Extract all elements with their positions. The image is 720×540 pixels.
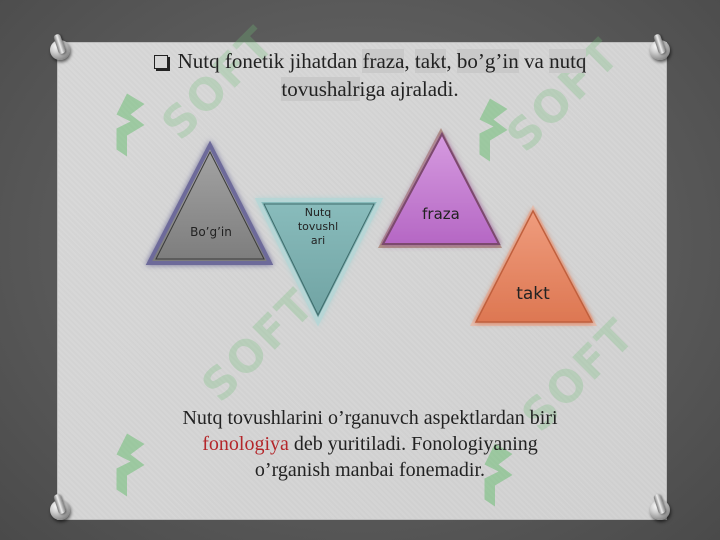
triangle-label-nutq-line2: tovushl	[297, 220, 339, 233]
pin-icon-bottom-left	[50, 500, 70, 520]
body-paragraph: Nutq tovushlarini o’rganuvch aspektlarda…	[120, 405, 620, 483]
heading-comma: ,	[446, 49, 457, 73]
body-line-1: Nutq tovushlarini o’rganuvch aspektlarda…	[182, 407, 558, 429]
checkbox-bullet-icon	[153, 55, 168, 69]
heading-va: va	[518, 49, 550, 73]
triangle-label-fraza: fraza	[422, 205, 460, 223]
pin-icon-bottom-right	[650, 500, 670, 520]
heading-bogin: bo’g’in	[456, 49, 519, 73]
body-line-2-rest: deb yuritiladi. Fonologiyaning	[288, 433, 538, 455]
heading-text-start: Nutq fonetik jihatdan	[177, 49, 363, 73]
heading-suffix: iga ajraladi.	[359, 77, 459, 101]
triangle-label-bogin: Bo’g’in	[190, 225, 232, 239]
body-line-3: o’rganish manbai fonemadir.	[254, 459, 486, 481]
pin-icon-top-left	[50, 40, 70, 60]
slide-heading: Nutq fonetik jihatdan fraza, takt, bo’g’…	[100, 47, 640, 103]
heading-fraza: fraza	[362, 49, 405, 73]
triangle-label-nutq: Nutq tovushl ari	[285, 206, 351, 248]
triangle-label-nutq-line3: ari	[310, 234, 326, 247]
triangle-bogin	[145, 140, 274, 265]
triangle-label-nutq-line1: Nutq	[304, 206, 332, 219]
heading-tovushalr: tovushalr	[281, 77, 360, 101]
body-line-2: fonologiya deb yuritiladi. Fonologiyanin…	[120, 431, 620, 457]
heading-nutq: nutq	[549, 49, 587, 73]
pin-icon-top-right	[650, 40, 670, 60]
triangle-nutq-tovushlari	[254, 198, 384, 327]
heading-takt: takt	[414, 49, 447, 73]
body-fonologiya: fonologiya	[202, 433, 289, 455]
heading-comma: ,	[404, 49, 415, 73]
triangle-label-takt: takt	[516, 284, 550, 304]
